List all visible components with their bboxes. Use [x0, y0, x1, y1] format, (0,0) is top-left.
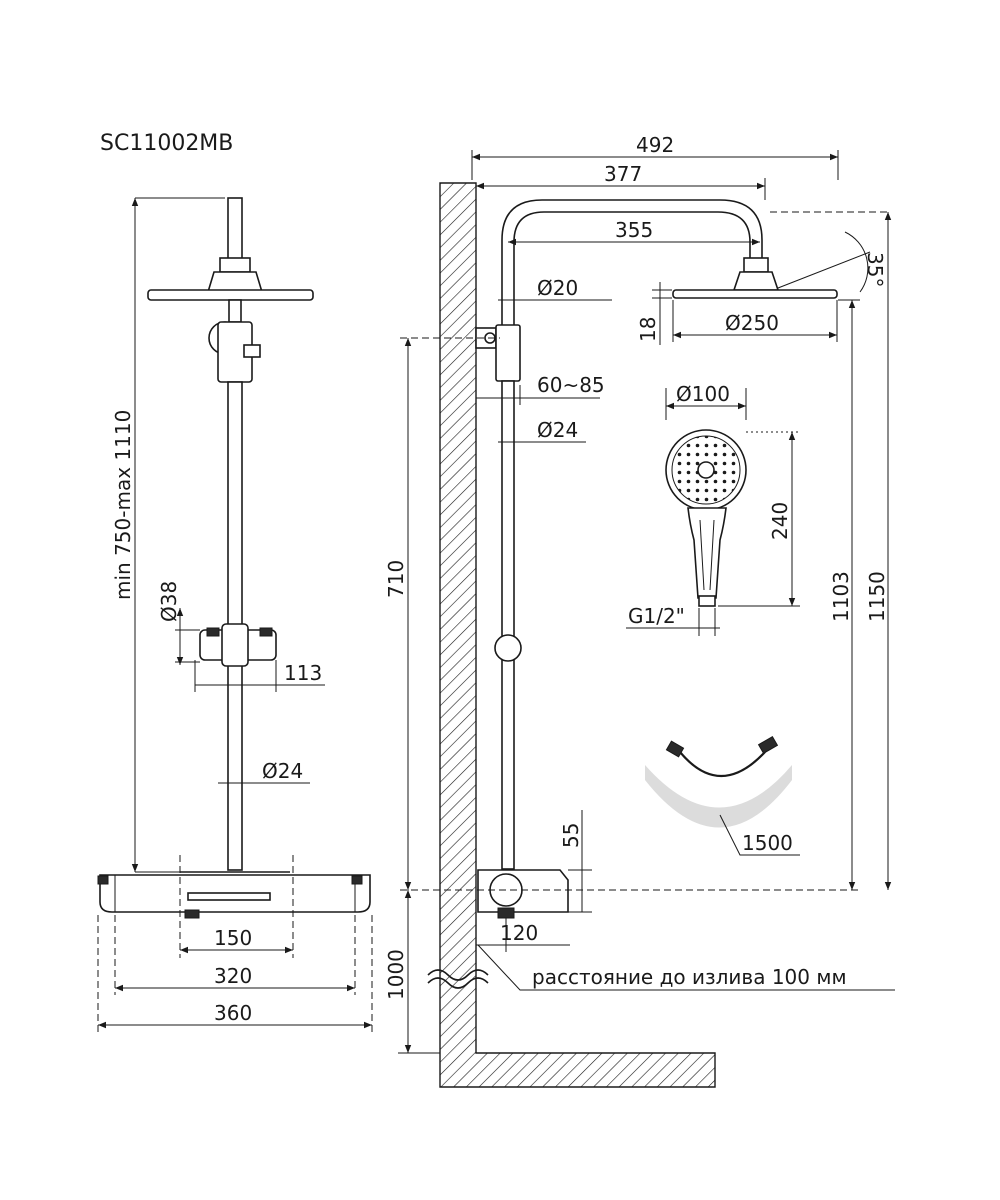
front-height-label: min 750-max 1110 — [111, 410, 135, 600]
wall-section — [439, 182, 716, 1088]
hose-fitting-right — [757, 735, 779, 755]
front-outlet — [184, 909, 200, 919]
model-title: SC11002MB — [100, 131, 233, 156]
side-355-label: 355 — [615, 218, 653, 242]
front-left-knob-mark — [97, 875, 109, 885]
side-angle-arc — [844, 231, 869, 293]
hand-shower-handle — [687, 507, 727, 599]
hand-shower: Ø100 240 G1/2" — [626, 382, 800, 636]
side-shower-head — [672, 289, 838, 299]
side-d24-label: Ø24 — [537, 418, 578, 442]
hose-leader — [719, 814, 800, 856]
hose-fitting-left — [665, 740, 685, 758]
side-head-nut — [743, 257, 769, 273]
front-holder-center — [221, 623, 249, 667]
side-710-label: 710 — [384, 560, 408, 598]
hand-shower-center — [697, 461, 715, 479]
front-shower-head — [147, 289, 314, 301]
front-spout — [187, 892, 271, 901]
front-head-cone — [206, 271, 264, 293]
hand-d100-label: Ø100 — [676, 382, 730, 406]
hose-line — [679, 751, 766, 777]
side-main-bar — [501, 380, 515, 870]
wall-break-mark-1 — [427, 969, 489, 981]
hand-shower-handle-lines — [699, 519, 715, 591]
side-hand-holder — [494, 634, 522, 662]
front-bracket-knob — [243, 344, 261, 358]
front-113-label: 113 — [284, 661, 322, 685]
hose-shadow-band — [645, 765, 792, 828]
front-320-label: 320 — [214, 964, 252, 988]
front-d24-label: Ø24 — [262, 759, 303, 783]
side-overhead-pipe-inner — [513, 211, 751, 325]
side-492-label: 492 — [636, 133, 674, 157]
front-right-knob-mark — [351, 875, 363, 885]
side-d20-label: Ø20 — [537, 276, 578, 300]
side-377-label: 377 — [604, 162, 642, 186]
hose-length-label: 1500 — [742, 831, 793, 855]
side-head-cone — [732, 271, 780, 291]
front-view: min 750-max 1110 Ø38 113 Ø24 150 320 360 — [97, 197, 373, 1032]
side-120-label: 120 — [500, 921, 538, 945]
side-d250-label: Ø250 — [725, 311, 779, 335]
side-1000-label: 1000 — [384, 949, 408, 1000]
side-55-label: 55 — [559, 823, 583, 848]
hand-thread-label: G1/2" — [628, 604, 685, 628]
side-overhead-pipe-outer — [501, 199, 763, 325]
side-spout-note: расстояние до излива 100 мм — [532, 965, 847, 989]
front-150-label: 150 — [214, 926, 252, 950]
front-holder-clip-r — [259, 627, 273, 637]
side-spout-note-leader — [477, 944, 895, 991]
side-view: 492 377 355 Ø20 60~85 Ø24 18 Ø250 35° — [384, 133, 895, 1088]
front-holder-clip-l — [206, 627, 220, 637]
side-outlet — [497, 907, 515, 919]
front-head-nut — [219, 257, 251, 273]
side-1150-label: 1150 — [865, 571, 889, 622]
side-6085-label: 60~85 — [537, 373, 605, 397]
hand-240-label: 240 — [768, 502, 792, 540]
front-d38-label: Ø38 — [157, 581, 181, 622]
side-angle-ray — [777, 251, 871, 289]
side-1103-label: 1103 — [829, 571, 853, 622]
side-slide-block — [495, 324, 521, 382]
front-upper-pipe — [228, 299, 242, 323]
hand-shower-thread — [698, 595, 716, 607]
side-18-label: 18 — [636, 317, 660, 342]
side-angle-label: 35° — [863, 252, 887, 287]
wall-break-mark-2 — [427, 977, 489, 989]
hose: 1500 — [645, 735, 800, 856]
front-360-label: 360 — [214, 1001, 252, 1025]
